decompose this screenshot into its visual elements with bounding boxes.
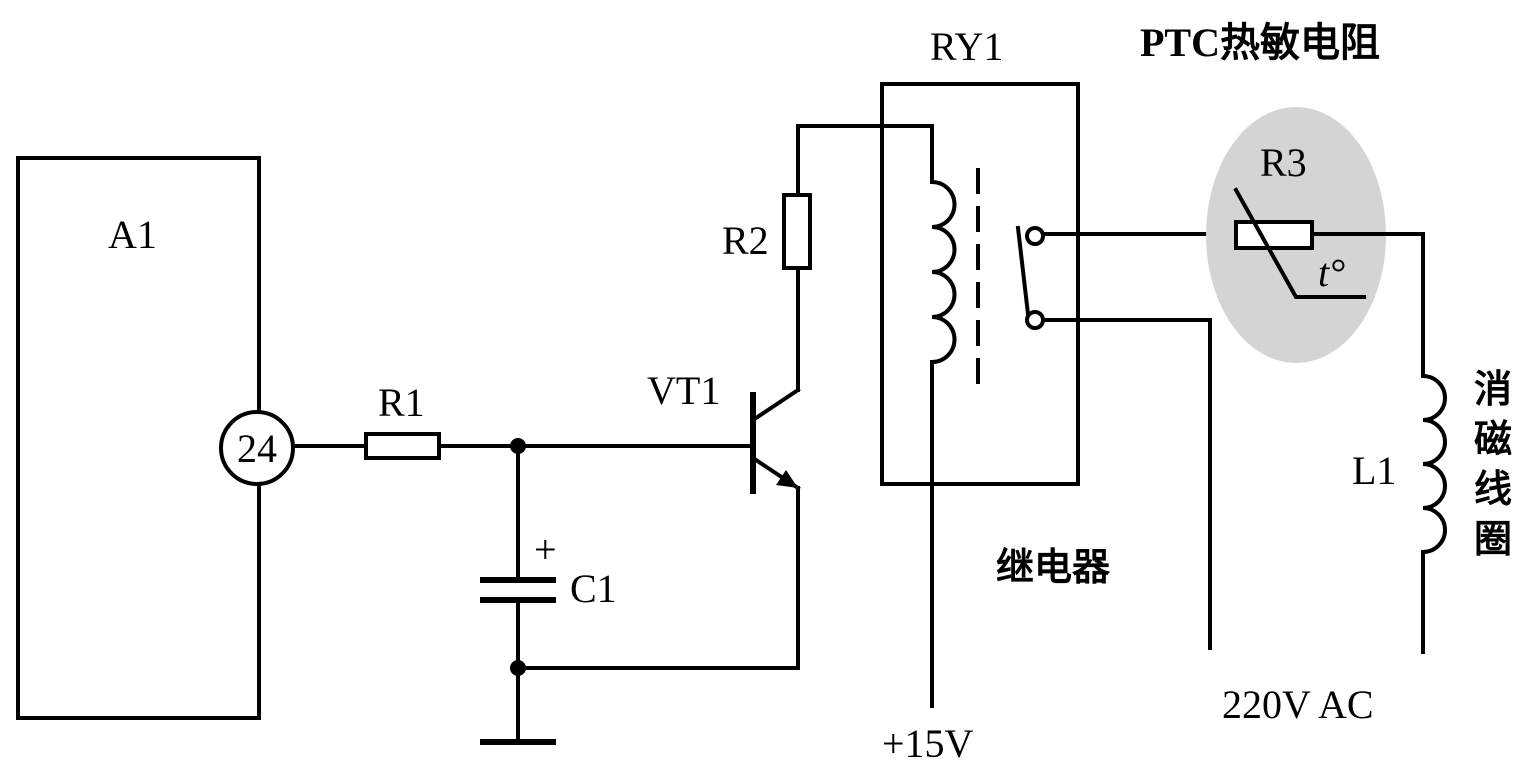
- pin-24-label: 24: [237, 426, 277, 471]
- temp-label: t°: [1318, 250, 1345, 295]
- ry1-label: RY1: [930, 24, 1003, 69]
- degauss-char-3: 线: [1474, 467, 1512, 511]
- vt1-collector-leg: [750, 387, 801, 423]
- c1-plus-sign: +: [534, 527, 557, 572]
- c1-label: C1: [570, 566, 617, 611]
- degauss-char-1: 消: [1474, 367, 1512, 411]
- wire-contact-ac: [1041, 318, 1212, 650]
- l1-coil: [1420, 373, 1447, 555]
- wire-r2-coil-top: [796, 124, 934, 197]
- ry1-coil: [929, 179, 957, 365]
- r2-resistor: [782, 193, 812, 270]
- degauss-char-2: 磁: [1474, 417, 1512, 461]
- r1-resistor: [364, 432, 441, 460]
- r3-resistor: [1234, 220, 1314, 250]
- ptc-label: PTC热敏电阻: [1140, 20, 1380, 65]
- r3-thermal-slash: [1233, 187, 1366, 299]
- relay-cn-label: 继电器: [996, 545, 1111, 589]
- ac-label: 220V AC: [1222, 682, 1374, 727]
- vt1-emitter-arrow: [776, 470, 798, 488]
- vt1-label: VT1: [647, 368, 720, 413]
- v15-label: +15V: [882, 721, 974, 764]
- relay-switch-blade: [1015, 225, 1031, 317]
- r1-label: R1: [378, 380, 425, 425]
- ry1-relay-box: [880, 82, 1080, 486]
- degauss-char-4: 圈: [1474, 517, 1512, 561]
- r3-label: R3: [1260, 140, 1307, 185]
- wire-r3-l1: [1310, 232, 1425, 378]
- relay-contact-top: [1025, 226, 1045, 246]
- a1-label: A1: [108, 212, 157, 257]
- l1-label: L1: [1352, 448, 1396, 493]
- r2-label: R2: [722, 218, 769, 263]
